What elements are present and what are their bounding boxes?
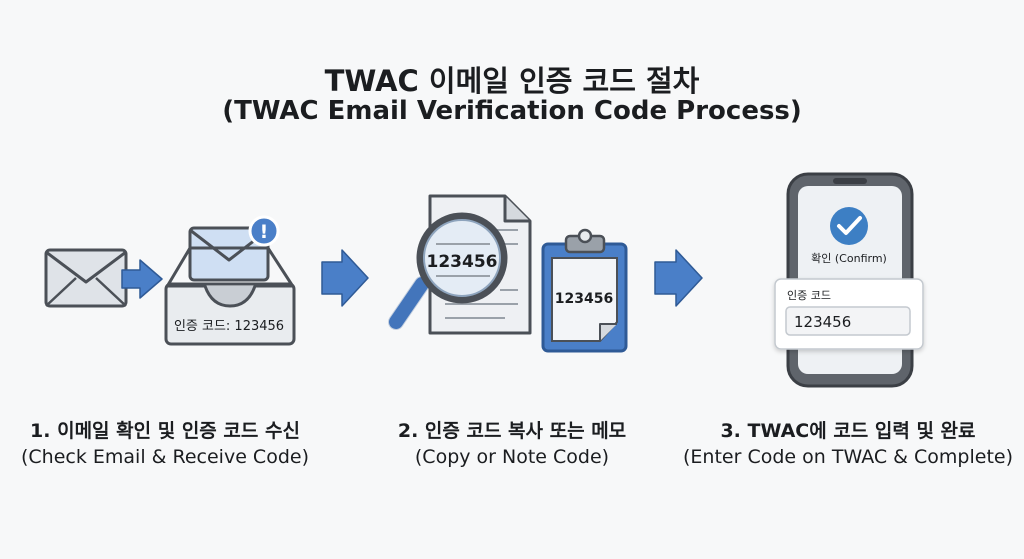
step-1-label-ko: 1. 이메일 확인 및 인증 코드 수신 (30, 420, 300, 442)
notification-mark: ! (260, 221, 269, 243)
code-field-value: 123456 (794, 313, 851, 331)
step-1-caption: 1. 이메일 확인 및 인증 코드 수신 (Check Email & Rece… (0, 418, 335, 470)
page-subtitle: (TWAC Email Verification Code Process) (222, 96, 802, 126)
step-1-label-en: (Check Email & Receive Code) (21, 446, 309, 468)
arrow-right-icon (321, 249, 369, 307)
step-3-caption: 3. TWAC에 코드 입력 및 완료 (Enter Code on TWAC … (678, 418, 1018, 470)
step-3-label-en: (Enter Code on TWAC & Complete) (683, 446, 1013, 468)
step-3-label-ko: 3. TWAC에 코드 입력 및 완료 (720, 420, 976, 442)
envelope-icon (44, 248, 128, 308)
notification-badge-icon: ! (248, 215, 280, 247)
step-2-label-en: (Copy or Note Code) (414, 446, 610, 468)
confirm-label: 확인 (Confirm) (811, 252, 887, 265)
arrow-right-icon (121, 259, 163, 299)
clipboard-icon (541, 228, 628, 353)
inbox-tray-icon (164, 226, 296, 346)
code-input-box (785, 306, 911, 336)
arrow-right-icon (654, 249, 703, 307)
page-title: TWAC 이메일 인증 코드 절차 (324, 64, 700, 98)
magnifier-icon (388, 212, 508, 330)
step-2-label-ko: 2. 인증 코드 복사 또는 메모 (397, 420, 627, 442)
magnified-code-text: 123456 (427, 252, 498, 272)
code-entry-card (774, 278, 924, 350)
clipboard-code-text: 123456 (555, 291, 613, 307)
code-field-label: 인증 코드 (787, 289, 831, 302)
inbox-code-text: 인증 코드: 123456 (174, 319, 284, 334)
checkmark-icon (830, 207, 868, 245)
step-2-caption: 2. 인증 코드 복사 또는 메모 (Copy or Note Code) (342, 418, 682, 470)
